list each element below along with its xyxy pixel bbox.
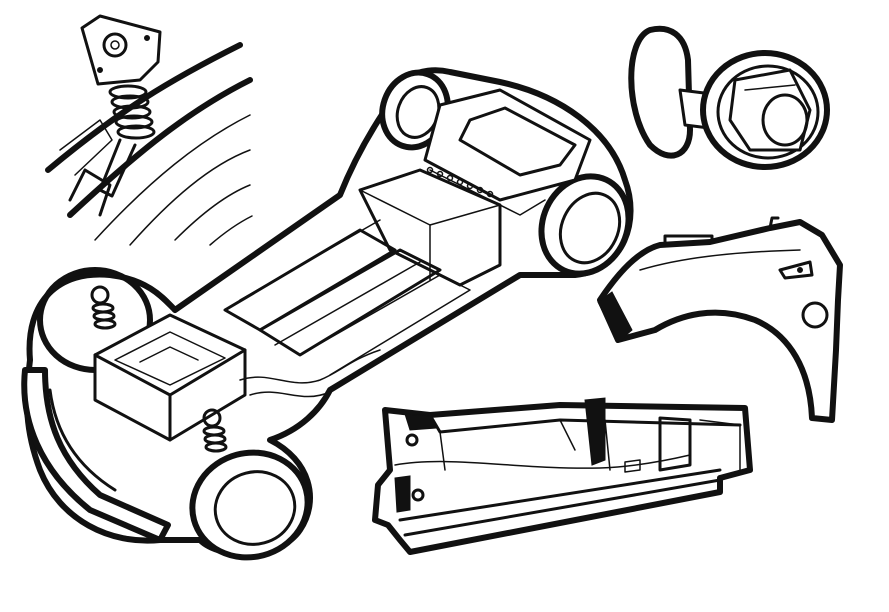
front-fender	[597, 216, 843, 423]
fuel-filler-door	[628, 25, 830, 170]
suspension-strut-detail	[45, 14, 253, 246]
chassis-platform	[21, 67, 634, 561]
floor-panel-tunnel	[372, 397, 753, 555]
